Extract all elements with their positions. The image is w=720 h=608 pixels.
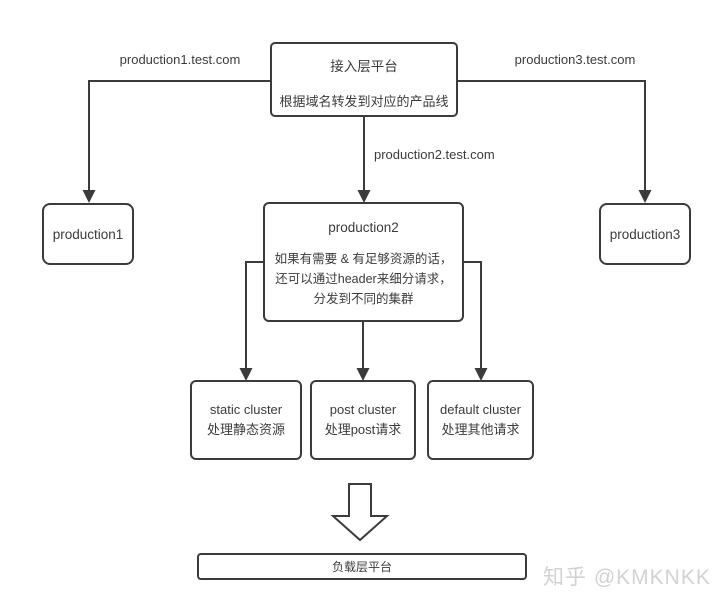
big-down-arrow-icon — [330, 483, 390, 542]
static-cluster-name: static cluster — [209, 402, 283, 417]
load-layer-label: 负载层平台 — [331, 560, 392, 574]
load-layer-node: 负载层平台 — [197, 553, 527, 580]
arrowhead-prod2 — [357, 190, 371, 203]
edge-top-to-prod3 — [458, 80, 646, 191]
default-cluster-desc: 处理其他请求 — [441, 422, 520, 437]
production2-node: production2 如果有需要 & 有足够资源的话， 还可以通过header… — [263, 202, 464, 322]
production2-description-line3: 分发到不同的集群 — [313, 292, 414, 306]
access-layer-subtitle: 根据域名转发到对应的产品线 — [279, 94, 449, 109]
production3-label: production3 — [609, 226, 681, 242]
edge-prod2-to-static — [245, 261, 263, 369]
access-layer-node: 接入层平台 根据域名转发到对应的产品线 — [270, 42, 458, 117]
arrowhead-static — [239, 368, 253, 381]
edge-label-production1-domain: production1.test.com — [119, 52, 241, 67]
edge-prod2-to-default — [464, 261, 482, 369]
production2-description-line2: 还可以通过header来细分请求， — [275, 272, 452, 286]
production3-node: production3 — [599, 203, 691, 265]
zhihu-watermark: 知乎 @KMKNKK — [543, 566, 711, 589]
static-cluster-node: static cluster 处理静态资源 — [190, 380, 302, 460]
post-cluster-name: post cluster — [329, 402, 397, 417]
arrowhead-post — [356, 368, 370, 381]
post-cluster-node: post cluster 处理post请求 — [310, 380, 416, 460]
edge-label-production2-domain: production2.test.com — [374, 147, 495, 162]
arrowhead-default — [474, 368, 488, 381]
static-cluster-desc: 处理静态资源 — [206, 422, 285, 437]
production2-description-line1: 如果有需要 & 有足够资源的话， — [274, 252, 453, 266]
production1-label: production1 — [52, 226, 124, 242]
production1-node: production1 — [42, 203, 134, 265]
edge-top-to-prod1 — [88, 80, 270, 191]
production2-description: 如果有需要 & 有足够资源的话， 还可以通过header来细分请求， 分发到不同… — [275, 249, 453, 309]
arrowhead-prod3 — [638, 190, 652, 203]
default-cluster-name: default cluster — [440, 402, 521, 417]
edge-label-production3-domain: production3.test.com — [514, 52, 636, 67]
production2-title: production2 — [328, 220, 399, 235]
post-cluster-desc: 处理post请求 — [324, 422, 402, 437]
arrowhead-prod1 — [82, 190, 96, 203]
default-cluster-node: default cluster 处理其他请求 — [427, 380, 534, 460]
access-layer-title: 接入层平台 — [330, 59, 398, 74]
